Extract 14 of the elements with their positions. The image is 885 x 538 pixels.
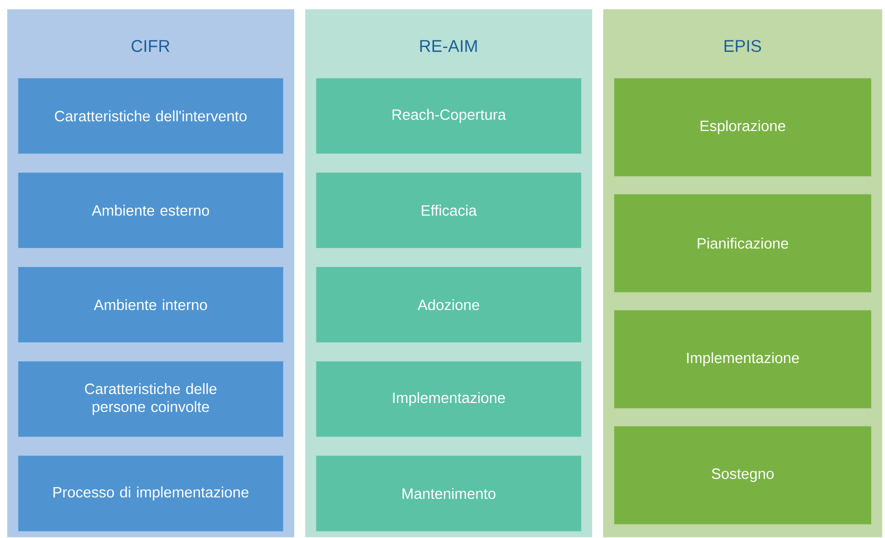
framework-box: Caratteristiche dell'intervento	[18, 78, 284, 154]
framework-box: Ambiente interno	[18, 267, 284, 342]
framework-box: Caratteristiche delle persone coinvolte	[18, 361, 284, 437]
framework-box: Implementazione	[316, 361, 582, 437]
framework-box: Efficacia	[316, 172, 582, 248]
framework-box: Pianificazione	[614, 194, 872, 292]
framework-box: Processo di implementazione	[18, 456, 284, 532]
framework-box: Implementazione	[614, 310, 872, 408]
framework-box: Reach-Copertura	[316, 78, 582, 154]
framework-box: Sostegno	[614, 426, 872, 524]
framework-box: Esplorazione	[614, 78, 872, 176]
framework-box: Mantenimento	[316, 456, 582, 532]
framework-box: Adozione	[316, 267, 582, 342]
framework-box: Ambiente esterno	[18, 172, 284, 248]
